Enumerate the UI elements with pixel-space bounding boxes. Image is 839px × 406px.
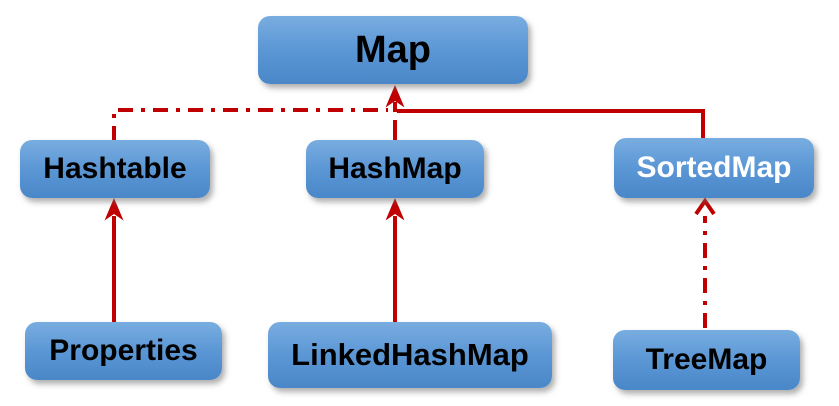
node-sortedmap-label: SortedMap [636,151,792,184]
node-linkedhashmap: LinkedHashMap [268,322,552,388]
arrowhead-into-hashtable [104,198,124,221]
edge-sortedmap-to-map [397,109,705,139]
node-hashtable: Hashtable [20,140,210,198]
node-hashmap-label: HashMap [328,152,462,185]
node-properties-label: Properties [49,334,198,367]
node-map-label: Map [355,28,431,71]
node-hashmap: HashMap [306,140,484,198]
node-treemap-label: TreeMap [645,343,768,376]
arrowhead-into-hashmap [385,198,405,221]
node-treemap: TreeMap [613,330,800,390]
arrowhead-into-sortedmap [694,197,716,216]
node-map: Map [258,16,528,84]
arrowhead-into-map [385,85,405,108]
node-sortedmap: SortedMap [614,138,814,198]
edge-hashtable-to-map [112,108,388,141]
node-properties: Properties [25,322,222,380]
node-linkedhashmap-label: LinkedHashMap [291,337,529,372]
node-hashtable-label: Hashtable [43,152,187,185]
